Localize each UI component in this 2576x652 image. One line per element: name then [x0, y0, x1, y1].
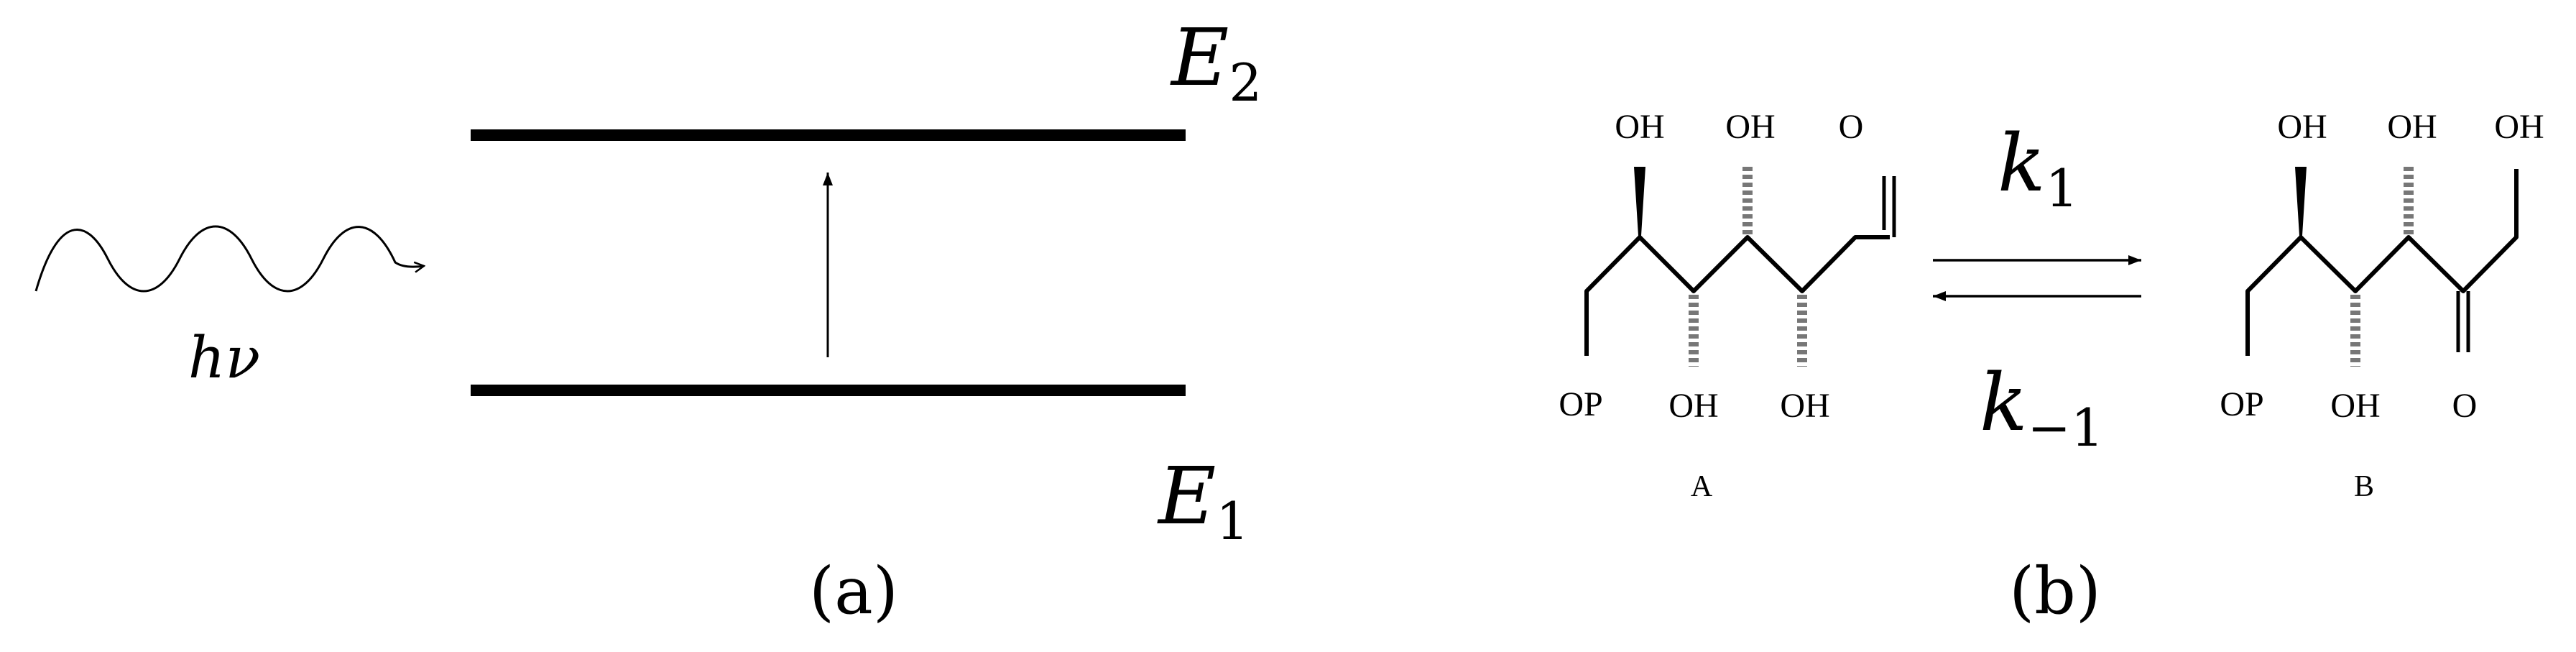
molecule-b-bottom-group: OP: [2220, 385, 2263, 423]
molecule-a: OH OH O OP OH OH A: [1559, 108, 1896, 503]
molecule-b-top-group: OH: [2494, 108, 2544, 146]
photon-wave: [34, 225, 424, 293]
molecule-b-backbone: [2245, 169, 2519, 356]
panel-a: hν E2 E1 (a): [34, 12, 1262, 629]
molecule-b-label: B: [2354, 470, 2374, 503]
panel-a-caption: (a): [809, 554, 898, 629]
molecule-a-bottom-group: OP: [1559, 385, 1602, 423]
molecule-b-bottom-group: O: [2452, 387, 2478, 425]
lower-level-label: E1: [1157, 450, 1249, 551]
molecule-a-top-group: OH: [1725, 108, 1775, 146]
panel-b-caption: (b): [2009, 554, 2101, 629]
molecule-b-top-group: OH: [2387, 108, 2437, 146]
molecule-b-bottom-group: OH: [2330, 387, 2380, 425]
upper-level-label: E2: [1170, 12, 1262, 113]
molecule-a-label: A: [1691, 470, 1713, 503]
equilibrium-arrows: k1 k−1: [1933, 117, 2141, 458]
panel-b: OH OH O OP OH OH A k1 k−1: [1559, 108, 2544, 629]
reverse-rate-label: k−1: [1980, 357, 2104, 458]
molecule-b: OH OH OH OP OH O B: [2220, 108, 2544, 503]
molecule-b-wedge-bond: [2295, 167, 2307, 236]
molecule-a-bottom-group: OH: [1780, 387, 1829, 425]
molecule-a-backbone: [1584, 235, 1890, 356]
molecule-a-top-group: O: [1839, 108, 1864, 146]
molecule-b-top-group: OH: [2277, 108, 2327, 146]
molecule-a-bottom-group: OH: [1668, 387, 1718, 425]
molecule-a-wedge-bond: [1634, 167, 1645, 236]
forward-rate-label: k1: [1998, 117, 2078, 219]
molecule-a-top-group: OH: [1615, 108, 1664, 146]
photon-label: hν: [188, 324, 260, 391]
